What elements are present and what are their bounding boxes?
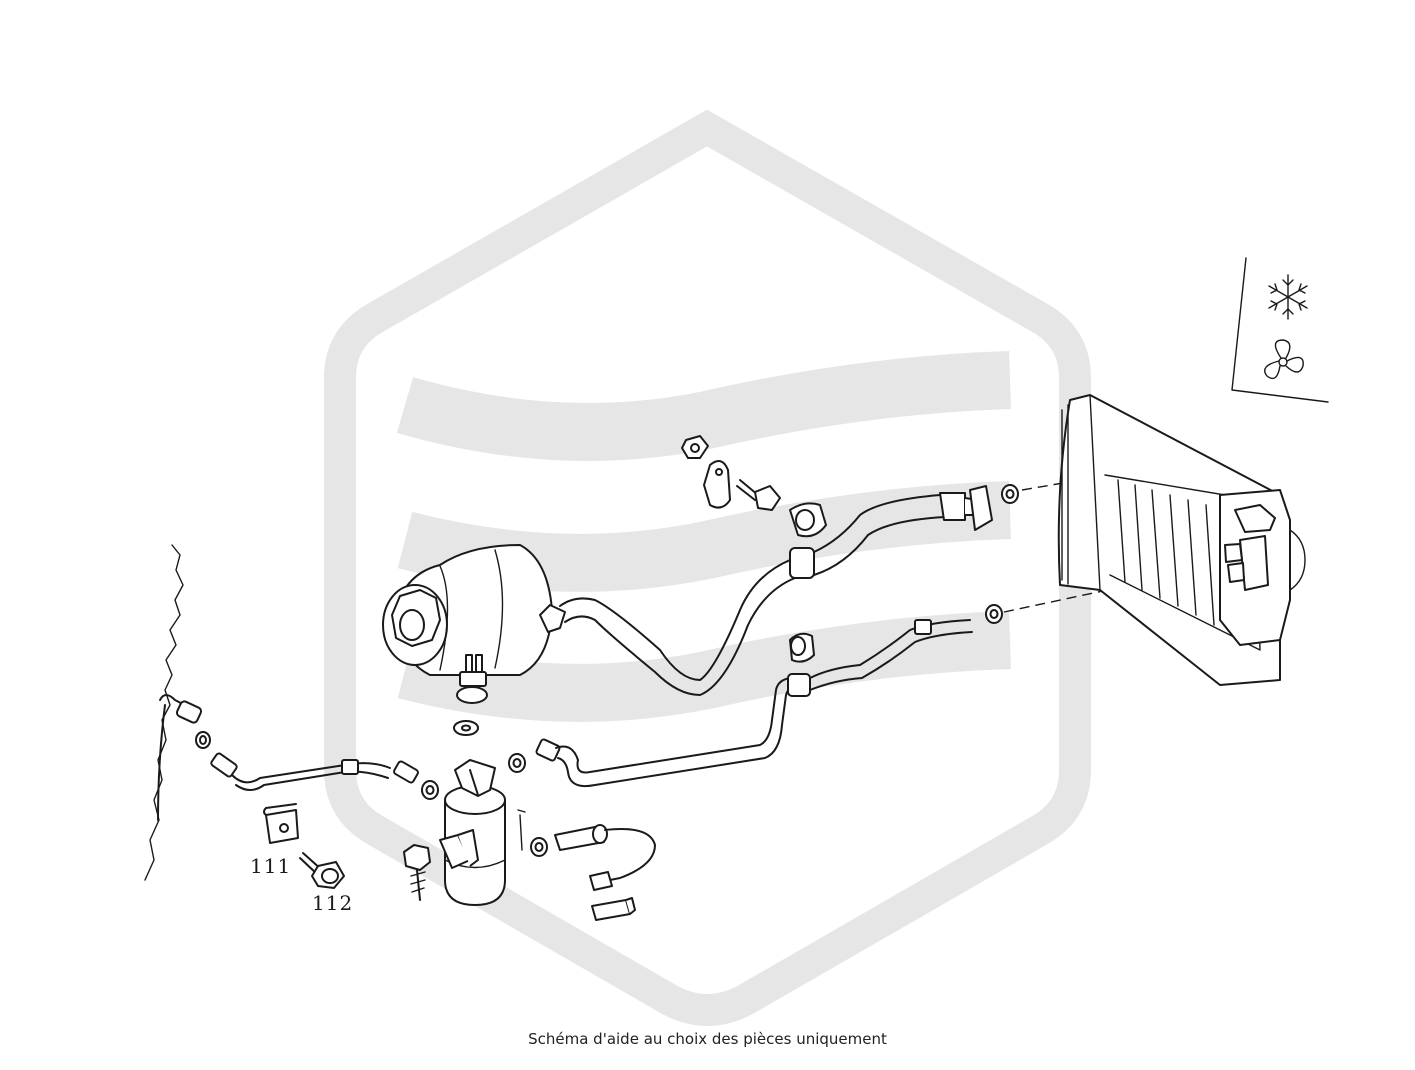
part-label-112: 112 — [312, 891, 353, 915]
suction-hose — [539, 484, 1019, 696]
part-112-bolt — [299, 852, 345, 889]
compressor — [382, 544, 553, 676]
grommet — [789, 632, 815, 663]
receiver-drier — [439, 759, 506, 906]
hose-clamp-parts — [681, 435, 827, 538]
pressure-switch — [453, 654, 488, 736]
liquid-line — [508, 604, 1003, 788]
part-label-111: 111 — [250, 854, 291, 878]
climate-icons-box — [1231, 257, 1329, 403]
diagram-caption: Schéma d'aide au choix des pièces unique… — [528, 1030, 887, 1048]
hose-left-to-drier — [157, 694, 439, 821]
snowflake-icon — [1268, 274, 1308, 320]
pressure-sensor — [517, 809, 656, 921]
part-111-clip — [263, 803, 299, 844]
evaporator — [1057, 394, 1306, 686]
fan-icon — [1264, 339, 1304, 380]
tapping-screw — [403, 844, 431, 901]
